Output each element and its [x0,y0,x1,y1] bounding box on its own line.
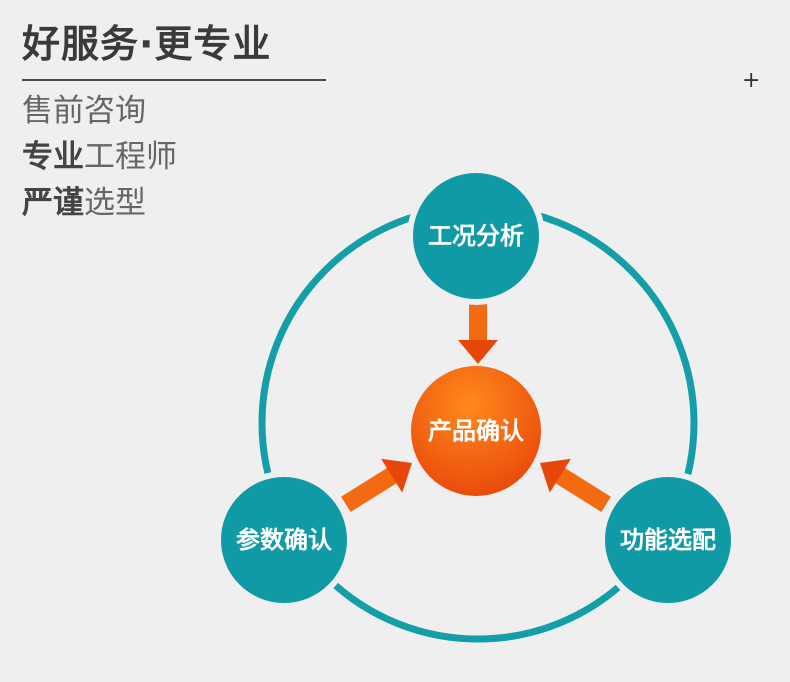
arrow-down [458,304,498,364]
node-left: 参数确认 [215,471,353,609]
tagline-2-text: 工程师 [84,139,177,175]
tagline-1-text: 售前咨询 [22,93,146,129]
title-underline [22,79,326,81]
page-title: 好服务·更专业 [22,22,272,66]
arrow-left-up [341,458,412,512]
node-left-label: 参数确认 [236,526,332,554]
tagline-list: 售前咨询 专业工程师 严谨选型 [22,88,177,226]
node-right-circle [599,471,737,609]
node-center: 产品确认 [411,366,541,496]
tagline-2-strong: 专业 [22,139,84,175]
tagline-3-strong: 严谨 [22,185,84,221]
tagline-2: 专业工程师 [22,134,177,180]
node-right-label: 功能选配 [620,526,716,554]
tagline-1: 售前咨询 [22,88,177,134]
node-top-label: 工况分析 [428,222,524,250]
node-right: 功能选配 [599,471,737,609]
node-top: 工况分析 [407,167,545,305]
node-left-circle [215,471,353,609]
node-center-label: 产品确认 [428,417,524,445]
node-top-circle [407,167,545,305]
arrow-right-up [540,458,611,512]
tagline-3-text: 选型 [84,185,146,221]
node-center-circle [411,366,541,496]
tagline-3: 严谨选型 [22,180,177,226]
plus-icon[interactable]: + [742,68,761,93]
